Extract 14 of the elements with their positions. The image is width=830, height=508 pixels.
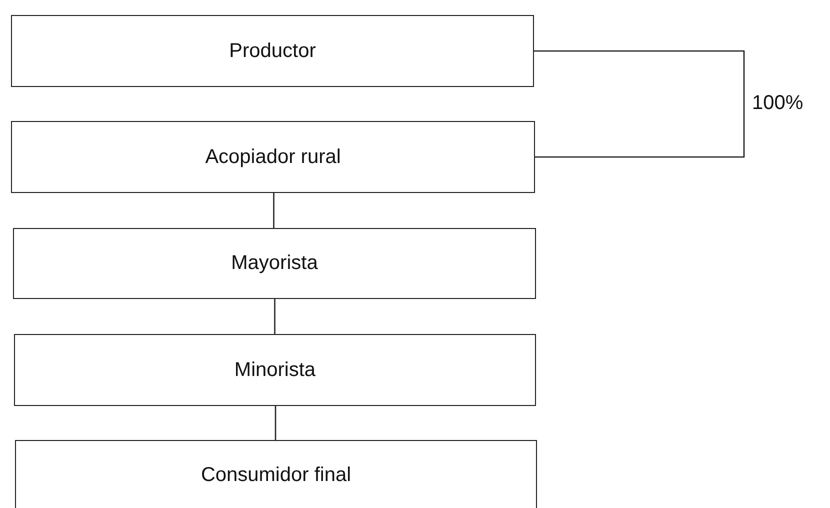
connector-line bbox=[273, 193, 274, 228]
box-label: Productor bbox=[229, 40, 316, 62]
box-label: Acopiador rural bbox=[205, 146, 341, 168]
process-box bbox=[11, 121, 535, 193]
process-box bbox=[14, 334, 536, 406]
connector-line bbox=[534, 50, 745, 158]
process-box bbox=[11, 15, 534, 87]
box-label: Mayorista bbox=[231, 252, 318, 275]
process-box bbox=[13, 228, 536, 299]
process-box bbox=[15, 440, 537, 508]
connector-line bbox=[274, 406, 276, 440]
connector-line bbox=[274, 299, 276, 334]
box-label: Minorista bbox=[234, 358, 316, 382]
box-label: Consumidor final bbox=[200, 464, 352, 486]
